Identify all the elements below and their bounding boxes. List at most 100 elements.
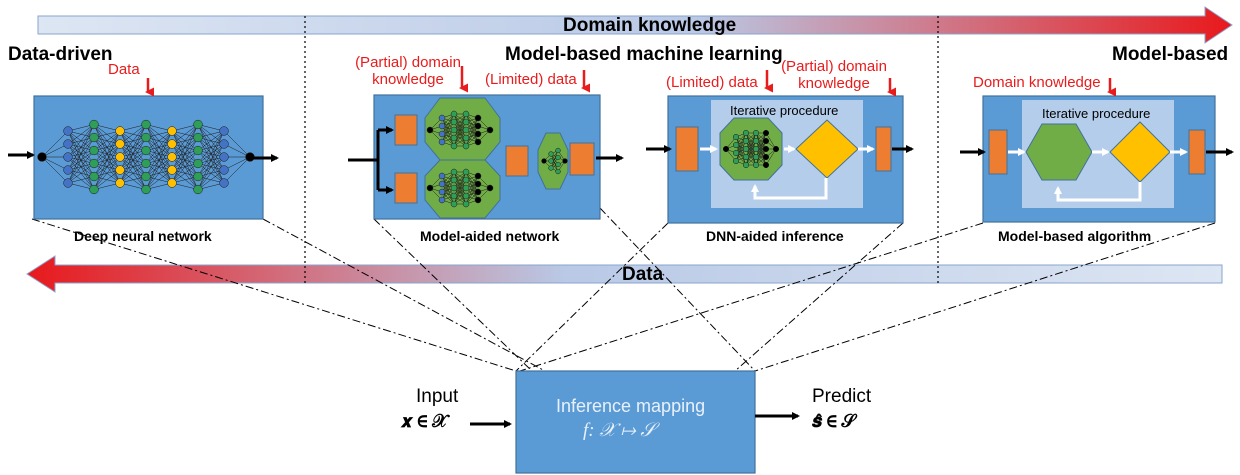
network-node xyxy=(548,158,554,164)
network-edge xyxy=(441,171,455,201)
network-edge xyxy=(755,140,767,166)
network-node xyxy=(486,184,494,192)
network-edge xyxy=(453,171,467,189)
network-node xyxy=(438,130,446,138)
network-node xyxy=(219,139,229,149)
network-node xyxy=(450,200,458,208)
network-edge xyxy=(453,113,467,131)
panel-deep-neural-network xyxy=(8,78,279,220)
network-edge xyxy=(745,148,757,166)
input-math: 𝒙 ∈ 𝒳 xyxy=(401,411,448,431)
network-node xyxy=(450,126,458,134)
network-edge xyxy=(119,124,147,171)
annot-domain-knowledge: Domain knowledge xyxy=(973,74,1101,91)
network-edge xyxy=(197,130,225,164)
network-node xyxy=(89,132,99,143)
network-node xyxy=(438,172,446,180)
inference-mapping-block xyxy=(470,370,800,474)
network-node xyxy=(462,142,470,150)
network-edge xyxy=(41,143,69,158)
network-edge xyxy=(465,117,479,147)
network-edge xyxy=(745,132,757,166)
network-edge xyxy=(197,130,225,190)
network-node xyxy=(462,168,470,176)
network-node xyxy=(141,171,151,182)
inner-label-iterative-1: Iterative procedure xyxy=(730,103,839,118)
network-edge xyxy=(441,171,455,193)
network-edge xyxy=(453,179,467,205)
network-edge xyxy=(171,163,199,184)
network-edge xyxy=(93,143,121,190)
network-node xyxy=(732,157,740,165)
network-node xyxy=(63,126,73,136)
network-node xyxy=(115,178,125,188)
network-node xyxy=(732,149,740,157)
network-edge xyxy=(197,143,225,190)
network-edge xyxy=(735,140,747,162)
network-node xyxy=(450,134,458,142)
network-node xyxy=(438,188,446,196)
domain-knowledge-label: Domain knowledge xyxy=(563,15,737,36)
network-node xyxy=(742,145,750,153)
network-node xyxy=(141,145,151,156)
network-edge xyxy=(67,124,95,184)
network-edge xyxy=(171,150,199,184)
predict-math: 𝒔̂ ∈ 𝒮 xyxy=(812,411,856,431)
network-edge xyxy=(765,148,777,166)
network-node xyxy=(462,118,470,126)
network-edge xyxy=(145,130,173,151)
network-node xyxy=(541,158,547,164)
network-edge xyxy=(67,124,95,145)
network-edge xyxy=(93,130,121,177)
network-edge xyxy=(465,183,479,205)
network-node xyxy=(167,139,177,149)
network-node xyxy=(462,200,470,208)
network-node xyxy=(89,119,99,130)
network-node xyxy=(141,119,151,130)
caption-model-aided-network: Model-aided network xyxy=(420,228,560,244)
network-edge xyxy=(441,121,455,143)
network-node xyxy=(752,129,760,137)
network-node xyxy=(219,126,229,136)
network-edge xyxy=(67,163,95,184)
network-edge xyxy=(223,156,251,171)
network-node xyxy=(762,161,770,169)
network-edge xyxy=(93,169,121,190)
network-node xyxy=(474,122,482,130)
panel-dnn-aided-inference xyxy=(646,70,914,224)
network-node xyxy=(450,192,458,200)
network-node xyxy=(438,114,446,122)
network-node xyxy=(752,145,760,153)
network-edge xyxy=(453,187,467,205)
network-node xyxy=(762,129,770,137)
network-node xyxy=(63,152,73,162)
network-node xyxy=(462,134,470,142)
network-edge xyxy=(93,130,121,164)
network-node xyxy=(63,178,73,188)
network-edge xyxy=(755,132,767,158)
network-edge xyxy=(465,175,479,205)
network-node xyxy=(462,110,470,118)
network-edge xyxy=(745,140,757,166)
network-node xyxy=(426,184,434,192)
network-node xyxy=(115,165,125,175)
network-node xyxy=(486,126,494,134)
network-edge xyxy=(453,171,467,197)
network-node xyxy=(450,142,458,150)
predict-label: Predict xyxy=(812,386,872,407)
network-node xyxy=(450,168,458,176)
network-node xyxy=(193,119,203,130)
network-edge xyxy=(119,124,147,184)
network-edge xyxy=(765,132,777,150)
network-node xyxy=(193,132,203,143)
network-node xyxy=(115,139,125,149)
domain-knowledge-arrow xyxy=(37,6,1233,44)
network-node xyxy=(141,184,151,195)
data-label: Data xyxy=(622,264,664,285)
network-edge xyxy=(441,113,455,143)
network-node xyxy=(426,126,434,134)
caption-model-based-algorithm: Model-based algorithm xyxy=(998,228,1152,244)
network-node xyxy=(63,165,73,175)
annot-partial-domain-knowledge-1: (Partial) domain knowledge xyxy=(355,54,461,88)
network-edge xyxy=(145,156,173,190)
